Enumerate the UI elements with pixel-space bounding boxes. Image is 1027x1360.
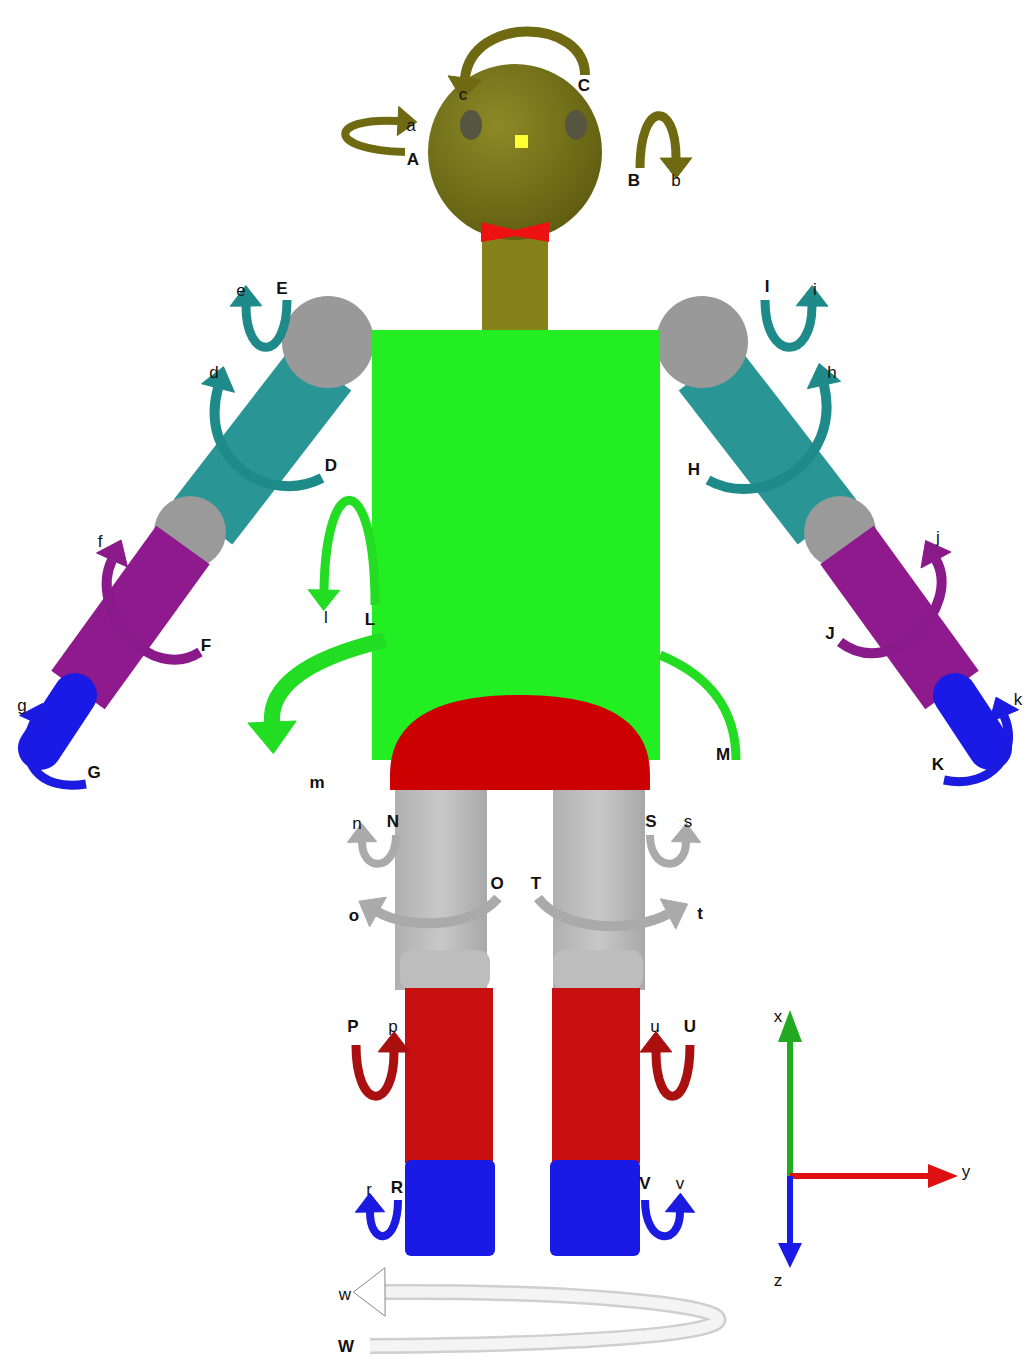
rotation-label: k: [1014, 691, 1023, 710]
axes: [778, 1010, 958, 1268]
arrow-head: [359, 897, 387, 927]
rotation-label: z: [774, 1272, 783, 1291]
rotation-label: P: [347, 1018, 358, 1037]
rotation-label: T: [531, 875, 541, 894]
rotation-label: B: [628, 172, 640, 191]
rotation-label: j: [936, 529, 940, 548]
rotation-label: y: [962, 1163, 971, 1182]
mouth: [481, 222, 549, 242]
arrow-head: [397, 106, 417, 135]
rotation-arrow: [272, 640, 385, 722]
head: [428, 64, 602, 240]
neck: [482, 225, 548, 335]
rotation-label: g: [17, 697, 26, 716]
rotation-arrow: [944, 716, 1009, 782]
rotation-label: f: [98, 533, 103, 552]
arrow-head: [807, 364, 840, 389]
rotation-arrow: [370, 1292, 718, 1346]
rotation-arrow: [538, 898, 668, 926]
rotation-label: m: [309, 774, 324, 793]
rotation-label: l: [324, 609, 328, 628]
rotation-label: a: [406, 117, 415, 136]
arrow-head: [353, 1268, 385, 1316]
arrow-head: [248, 721, 296, 754]
rotation-arrow: [656, 1045, 690, 1096]
arrow-head: [230, 286, 262, 307]
rotation-label: K: [932, 756, 944, 775]
rotation-label: N: [387, 813, 399, 832]
rotation-label: x: [774, 1008, 783, 1027]
rotation-arrow: [708, 385, 827, 489]
rotation-label: V: [639, 1175, 650, 1194]
arrow-head: [660, 899, 687, 929]
rotation-label: C: [578, 77, 590, 96]
rotation-label: o: [349, 907, 359, 926]
rotation-label: e: [236, 282, 245, 301]
rotation-label: J: [825, 625, 834, 644]
rotation-arrow: [465, 32, 585, 79]
rotation-label: H: [688, 461, 700, 480]
arrow-head: [308, 590, 340, 611]
eye: [460, 110, 482, 140]
eye: [565, 110, 587, 140]
rotation-label: u: [650, 1018, 659, 1037]
rotation-arrows: [20, 32, 1019, 1347]
rotation-label: t: [697, 905, 703, 924]
rotation-arrow: [356, 1045, 394, 1096]
rotation-arrow: [378, 898, 498, 923]
rotation-arrow: [345, 121, 405, 152]
right-arm: [708, 368, 990, 748]
rotation-label: r: [366, 1181, 372, 1200]
rotation-arrow: [246, 300, 287, 347]
rotation-label: v: [676, 1175, 685, 1194]
rotation-label: S: [645, 813, 656, 832]
rotation-label: n: [352, 815, 361, 834]
rotation-arrow: [660, 655, 736, 760]
pelvis: [390, 695, 650, 790]
arrow-head: [665, 1193, 694, 1212]
rotation-label: c: [459, 86, 468, 105]
rotation-label: R: [391, 1179, 403, 1198]
shoulder: [656, 296, 748, 388]
arrow-head: [796, 286, 828, 307]
rotation-label: s: [684, 813, 693, 832]
shoulder: [282, 296, 374, 388]
rotation-label: I: [765, 278, 770, 297]
rotation-arrow-fill: [370, 1292, 718, 1346]
rotation-label: E: [276, 280, 287, 299]
rotation-label: h: [827, 364, 836, 383]
rotation-label: L: [365, 611, 375, 630]
legs: [395, 790, 645, 1256]
rotation-label: M: [716, 746, 730, 765]
rotation-arrow: [765, 300, 812, 347]
rotation-arrow: [107, 560, 200, 660]
rotation-label: p: [388, 1018, 397, 1037]
rotation-arrow: [28, 722, 86, 785]
rotation-label: D: [325, 457, 337, 476]
rotation-label: F: [201, 637, 211, 656]
rotation-arrow: [840, 560, 942, 653]
rotation-label: d: [209, 364, 218, 383]
rotation-label: A: [407, 151, 419, 170]
arrow-head: [347, 823, 376, 842]
arrow-head: [921, 541, 951, 568]
rotation-label: G: [87, 764, 100, 783]
rotation-label: i: [813, 281, 817, 300]
rotation-label: W: [338, 1338, 354, 1357]
rotation-label: O: [490, 875, 503, 894]
nose: [515, 135, 528, 148]
rotation-label: w: [339, 1286, 351, 1305]
rotation-label: U: [684, 1018, 696, 1037]
rotation-arrow: [215, 388, 322, 486]
rotation-arrow: [324, 500, 375, 605]
rotation-label: b: [671, 172, 680, 191]
